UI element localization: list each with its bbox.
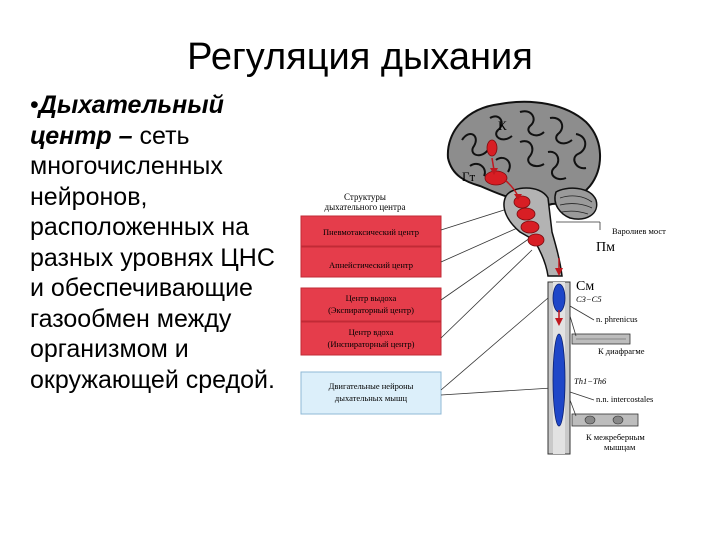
label-c3c5: C3−C5 [576, 294, 602, 304]
label-pons: Варолиев мост [612, 226, 666, 236]
structures-header-line2: дыхательного центра [325, 202, 406, 212]
box-inspiratory-line2: (Инспираторный центр) [328, 339, 415, 349]
box-pneumotaxic: Пневмотаксический центр [300, 215, 442, 247]
label-phrenicus: n. phrenicus [596, 314, 638, 324]
spinal-arrows [555, 268, 563, 326]
inspiratory-center [527, 233, 545, 247]
thoracic-segment [552, 333, 566, 427]
slide-title: Регуляция дыхания [187, 36, 533, 78]
box-expiratory: Центр выдоха (Экспираторный центр) [300, 287, 442, 322]
slide-body-text: •Дыхательный центр – сеть многочисленных… [30, 90, 280, 395]
box-motor-neurons: Двигательные нейроны дыхательных мышц [300, 371, 442, 415]
box-motor-line2: дыхательных мышц [335, 393, 408, 403]
diaphragm-muscle [571, 333, 631, 345]
hypothalamus-center [484, 170, 508, 186]
cortex-center [486, 139, 498, 157]
intercostal-muscle [571, 413, 639, 427]
label-diaphragm: К диафрагме [598, 346, 645, 356]
box-expiratory-line2: (Экспираторный центр) [328, 305, 414, 315]
expiratory-center [520, 220, 540, 234]
pneumotaxic-center [513, 195, 531, 209]
label-intercostal-line2: мышцам [604, 442, 636, 452]
box-apneustic: Апнейстический центр [300, 246, 442, 278]
label-gt: Гт [462, 169, 476, 184]
apneustic-center [516, 207, 536, 221]
structures-header-line1: Структуры [344, 192, 386, 202]
term-definition: Дыхательный центр – [30, 91, 224, 150]
box-inspiratory: Центр вдоха (Инспираторный центр) [300, 321, 442, 356]
spinal-cord [547, 281, 571, 455]
box-expiratory-line1: Центр выдоха [346, 293, 397, 303]
brain-illustration [446, 100, 602, 277]
brain-centers [484, 139, 545, 247]
bullet: • [30, 91, 39, 119]
label-intercostal-line1: К межреберным [586, 432, 645, 442]
box-inspiratory-line1: Центр вдоха [349, 327, 394, 337]
label-sm: См [576, 279, 594, 294]
definition-text: сеть многочисленных нейронов, расположен… [30, 121, 275, 394]
cervical-segment [552, 283, 566, 313]
label-intercostales: n.n. intercostales [596, 394, 653, 404]
box-motor-line1: Двигательные нейроны [329, 381, 414, 391]
label-th1th6: Th1−Th6 [574, 376, 607, 386]
label-k: К [498, 118, 507, 133]
connector-lines [440, 204, 553, 396]
box-apneustic-label: Апнейстический центр [329, 260, 413, 270]
label-pm: Пм [596, 240, 615, 255]
box-pneumotaxic-label: Пневмотаксический центр [323, 227, 419, 237]
